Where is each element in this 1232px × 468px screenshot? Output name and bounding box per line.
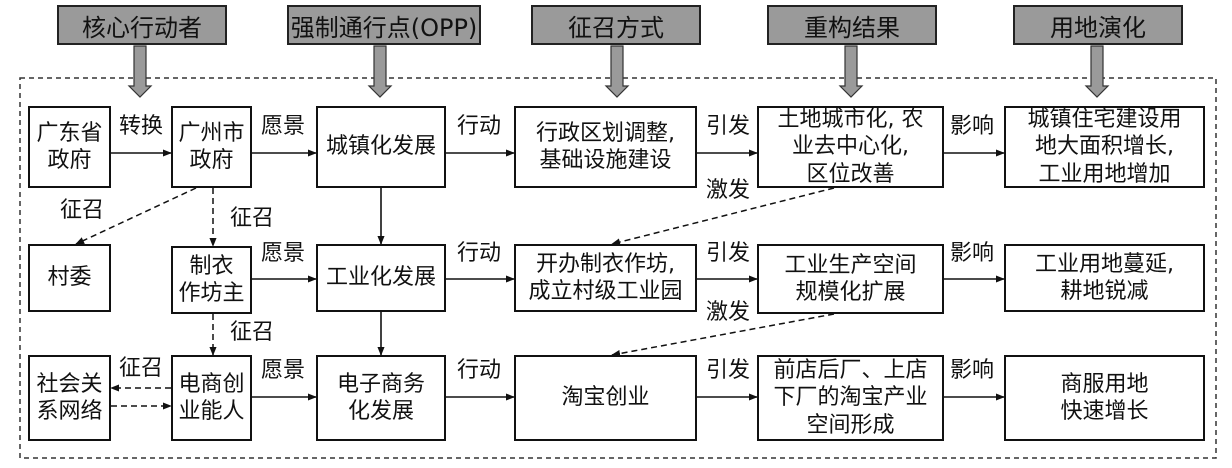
box-ecommerce-dev-line-1: 电子商务: [336, 371, 425, 397]
label-influence-row2: 影响: [950, 241, 995, 266]
box-land-urban-line-1: 土地城市化, 农: [777, 106, 924, 132]
label-action-row1: 行动: [457, 114, 502, 139]
box-social-network-line-1: 社会关: [36, 371, 103, 397]
header-core-actor: 核心行动者: [57, 5, 227, 45]
label-vision-row1: 愿景: [261, 114, 306, 139]
header-arrow-core-actor: [127, 45, 153, 98]
label-trigger-row1: 引发: [706, 114, 751, 139]
box-taobao-space-line-3: 空间形成: [806, 412, 895, 438]
box-land-urban: 土地城市化, 农 业去中心化, 区位改善: [757, 106, 944, 188]
box-gd-gov: 广东省 政府: [28, 106, 111, 188]
box-workshop-park: 开办制衣作坊, 成立村级工业园: [514, 244, 697, 312]
box-ecommerce-people: 电商创 业能人: [171, 355, 252, 441]
box-workshop-park-line-2: 成立村级工业园: [528, 279, 683, 304]
header-arrow-opp: [367, 45, 393, 98]
box-industrial-sprawl: 工业用地蔓延, 耕地锐减: [1004, 244, 1205, 312]
box-industrial-space-line-1: 工业生产空间: [784, 252, 917, 278]
label-vision-row2: 愿景: [261, 241, 306, 266]
box-taobao-space-line-1: 前店后厂、上店: [773, 357, 928, 383]
box-commercial-land: 商服用地 快速增长: [1004, 355, 1205, 441]
box-gz-gov: 广州市 政府: [171, 106, 252, 188]
box-industrial-sprawl-line-1: 工业用地蔓延,: [1035, 251, 1174, 277]
box-commercial-land-line-2: 快速增长: [1060, 399, 1149, 424]
label-recruit-ecommerce: 征召: [230, 320, 275, 345]
box-gd-gov-line-1: 广东省: [36, 120, 103, 146]
dashed-gz-to-village: [75, 187, 197, 245]
box-commercial-land-line-1: 商服用地: [1060, 371, 1149, 397]
box-workshop-owner-line-2: 作坊主: [178, 281, 245, 306]
box-taobao: 淘宝创业: [514, 355, 697, 441]
box-workshop-owner-line-1: 制衣: [189, 253, 234, 279]
label-recruit-social: 征召: [119, 356, 164, 381]
box-residential-line-2: 地大面积增长,: [1035, 134, 1174, 160]
box-urban-dev-line-1: 城镇化发展: [325, 134, 436, 160]
box-gz-gov-line-1: 广州市: [178, 120, 245, 146]
box-urban-dev: 城镇化发展: [316, 106, 446, 188]
box-industrial-dev: 工业化发展: [316, 244, 446, 312]
label-vision-row3: 愿景: [261, 358, 306, 383]
box-village: 村委: [28, 244, 111, 312]
label-action-row2: 行动: [457, 241, 502, 266]
box-gz-gov-line-2: 政府: [189, 148, 234, 173]
box-taobao-space-line-2: 下厂的淘宝产业: [773, 385, 928, 411]
box-taobao-space: 前店后厂、上店 下厂的淘宝产业 空间形成: [757, 355, 944, 441]
box-land-urban-line-3: 区位改善: [806, 161, 895, 187]
header-evolution: 用地演化: [1013, 5, 1183, 45]
label-action-row3: 行动: [457, 358, 502, 383]
box-social-network: 社会关 系网络: [28, 355, 111, 441]
header-opp: 强制通行点(OPP): [287, 5, 481, 45]
label-stimulate-row2: 激发: [706, 300, 751, 325]
box-workshop-owner: 制衣 作坊主: [171, 246, 252, 314]
box-workshop-park-line-1: 开办制衣作坊,: [536, 251, 675, 277]
header-result: 重构结果: [767, 5, 937, 45]
box-industrial-sprawl-line-2: 耕地锐减: [1060, 279, 1149, 304]
box-ecommerce-people-line-1: 电商创: [178, 371, 245, 397]
box-admin-adjust-line-1: 行政区划调整,: [536, 120, 675, 146]
box-industrial-dev-line-1: 工业化发展: [325, 265, 436, 291]
box-land-urban-line-2: 业去中心化,: [792, 134, 909, 160]
box-village-line-1: 村委: [47, 265, 92, 291]
box-taobao-line-1: 淘宝创业: [561, 385, 650, 411]
box-industrial-space: 工业生产空间 规模化扩展: [757, 244, 944, 314]
header-arrow-result: [838, 45, 864, 98]
box-gd-gov-line-2: 政府: [47, 148, 92, 173]
label-convert: 转换: [119, 114, 164, 139]
box-admin-adjust-line-2: 基础设施建设: [539, 148, 672, 173]
header-recruit: 征召方式: [531, 5, 701, 45]
label-influence-row3: 影响: [950, 358, 995, 383]
header-arrows: [127, 45, 1110, 98]
box-social-network-line-2: 系网络: [36, 399, 103, 424]
box-ecommerce-dev: 电子商务 化发展: [316, 355, 446, 441]
label-stimulate-row1: 激发: [706, 178, 751, 203]
box-residential-line-1: 城镇住宅建设用: [1027, 106, 1182, 132]
box-ecommerce-people-line-2: 业能人: [178, 399, 245, 424]
label-trigger-row2: 引发: [706, 241, 751, 266]
box-residential-line-3: 工业用地增加: [1038, 161, 1171, 187]
label-influence-row1: 影响: [950, 114, 995, 139]
box-industrial-space-line-2: 规模化扩展: [795, 280, 906, 305]
header-arrow-evolution: [1084, 45, 1110, 98]
box-ecommerce-dev-line-2: 化发展: [347, 399, 414, 424]
box-admin-adjust: 行政区划调整, 基础设施建设: [514, 106, 697, 188]
label-trigger-row3: 引发: [706, 358, 751, 383]
label-recruit-village: 征召: [60, 198, 105, 223]
box-residential: 城镇住宅建设用 地大面积增长, 工业用地增加: [1004, 106, 1205, 188]
dashed-space-to-taobao: [611, 313, 835, 358]
label-recruit-workshop: 征召: [230, 206, 275, 231]
header-arrow-recruit: [604, 45, 630, 98]
dashed-landurban-to-park: [611, 187, 835, 246]
